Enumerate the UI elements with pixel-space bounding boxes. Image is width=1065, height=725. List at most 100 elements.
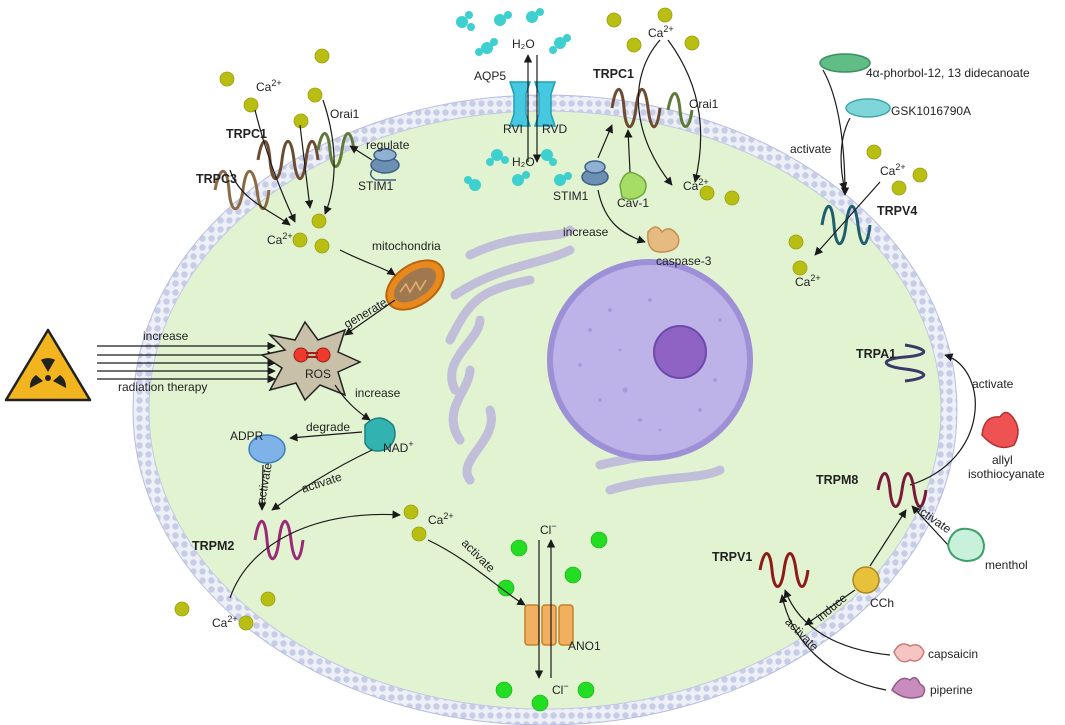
rvi-label: RVI xyxy=(503,122,523,136)
gsk-label: GSK1016790A xyxy=(891,104,971,118)
trpc1-right-label: TRPC1 xyxy=(593,67,634,81)
increase-radiation-label: increase xyxy=(143,329,189,343)
cav1-label: Cav-1 xyxy=(617,196,649,210)
chloride-ion xyxy=(510,539,528,557)
aqp5-label: AQP5 xyxy=(474,69,506,83)
h2o-bottom-label: H₂O xyxy=(512,155,535,169)
ca-top-left-label: Ca2+ xyxy=(256,78,282,94)
nucleolus xyxy=(653,325,707,379)
caspase3-protein xyxy=(647,226,680,253)
nucleus xyxy=(547,259,753,461)
calcium-ion xyxy=(606,12,622,28)
cl-top-label: Cl− xyxy=(540,521,557,537)
cch-molecule xyxy=(852,566,880,594)
cav1-protein xyxy=(619,171,647,200)
capsaicin-label: capsaicin xyxy=(928,647,978,661)
adpr-molecule xyxy=(248,434,286,464)
calcium-ion xyxy=(411,526,427,542)
degrade-label: degrade xyxy=(306,420,350,434)
calcium-ion xyxy=(724,190,740,206)
activate-trpa1-label: activate xyxy=(972,377,1014,391)
stim1-left-label: STIM1 xyxy=(358,179,394,193)
stim1-right xyxy=(581,160,609,186)
ca-top-mid-label: Ca2+ xyxy=(648,24,674,40)
caspase3-label: caspase-3 xyxy=(656,254,712,268)
calcium-ion xyxy=(912,167,928,183)
allyl-label-line1: allyl xyxy=(992,453,1013,467)
capsaicin-compound xyxy=(893,643,925,663)
h2o-top-label: H₂O xyxy=(512,37,535,51)
trpc1-left-label: TRPC1 xyxy=(226,127,267,141)
regulate-label: regulate xyxy=(366,138,410,152)
chloride-ions xyxy=(495,531,608,712)
trpa1-channel xyxy=(884,343,926,383)
water-molecule xyxy=(512,171,530,186)
allyl-label-line2: isothiocyanate xyxy=(968,467,1045,481)
chloride-ion xyxy=(495,681,513,699)
mitochondria xyxy=(385,259,445,311)
calcium-ion xyxy=(219,71,235,87)
water-molecules xyxy=(456,8,572,191)
water-molecule xyxy=(554,172,572,186)
nad-molecule xyxy=(364,417,396,452)
trpc1-left-channel xyxy=(256,139,320,181)
calcium-ion xyxy=(174,601,190,617)
ano1-channel xyxy=(524,604,574,646)
calcium-ion xyxy=(311,213,327,229)
trpc3-label: TRPC3 xyxy=(196,172,237,186)
phorbol-label: 4α-phorbol-12, 13 didecanoate xyxy=(866,66,1030,80)
activate-trpv4-label: activate xyxy=(790,142,832,156)
ca-trpm2-out-label: Ca2+ xyxy=(212,614,238,630)
stim1-left xyxy=(369,148,400,181)
cch-label: CCh xyxy=(870,596,894,610)
ano1-label: ANO1 xyxy=(568,639,601,653)
adpr-label: ADPR xyxy=(230,429,264,443)
aqp5-channel xyxy=(508,81,557,127)
calcium-ion xyxy=(788,234,804,250)
gsk-compound xyxy=(845,98,891,118)
calcium-ion xyxy=(307,87,323,103)
trpm8-label: TRPM8 xyxy=(816,473,858,487)
calcium-ion xyxy=(891,180,907,196)
radiation-arrows xyxy=(97,341,276,384)
calcium-ion xyxy=(293,113,309,129)
phorbol-compound xyxy=(819,53,871,73)
water-molecule xyxy=(549,34,571,54)
water-molecule xyxy=(494,11,512,26)
orai1-left-channel xyxy=(316,132,356,168)
chloride-ion xyxy=(564,566,582,584)
orai1-left-label: Orai1 xyxy=(330,107,360,121)
piperine-label: piperine xyxy=(930,683,973,697)
ca-mid-left-label: Ca2+ xyxy=(267,231,293,247)
chloride-ion xyxy=(577,681,595,699)
cl-bottom-label: Cl− xyxy=(552,681,569,697)
ca-trpv4-out-label: Ca2+ xyxy=(880,162,906,178)
orai1-right-channel xyxy=(666,92,694,128)
calcium-ion xyxy=(292,232,308,248)
menthol-compound xyxy=(946,527,986,563)
chloride-ion xyxy=(497,579,515,597)
ros-burst xyxy=(260,320,362,402)
calcium-ion xyxy=(699,185,715,201)
calcium-ions xyxy=(174,7,928,631)
cell xyxy=(132,94,958,725)
water-molecule xyxy=(541,149,557,166)
calcium-ion xyxy=(314,48,330,64)
trpc1-right-channel xyxy=(610,87,662,129)
mitochondria-label: mitochondria xyxy=(372,239,441,253)
radiation-hazard-icon xyxy=(4,328,92,402)
trpv1-label: TRPV1 xyxy=(712,550,752,564)
trpv4-label: TRPV4 xyxy=(877,204,917,218)
calcium-ion xyxy=(243,97,259,113)
water-molecule xyxy=(456,11,475,31)
calcium-ion xyxy=(626,37,642,53)
calcium-ion xyxy=(403,504,419,520)
stim1-right-label: STIM1 xyxy=(553,189,589,203)
trpm2-label: TRPM2 xyxy=(192,539,234,553)
chloride-ion xyxy=(590,531,608,549)
water-molecule xyxy=(475,38,498,56)
orai1-right-label: Orai1 xyxy=(689,97,719,111)
calcium-ion xyxy=(866,144,882,160)
calcium-ion xyxy=(792,260,808,276)
